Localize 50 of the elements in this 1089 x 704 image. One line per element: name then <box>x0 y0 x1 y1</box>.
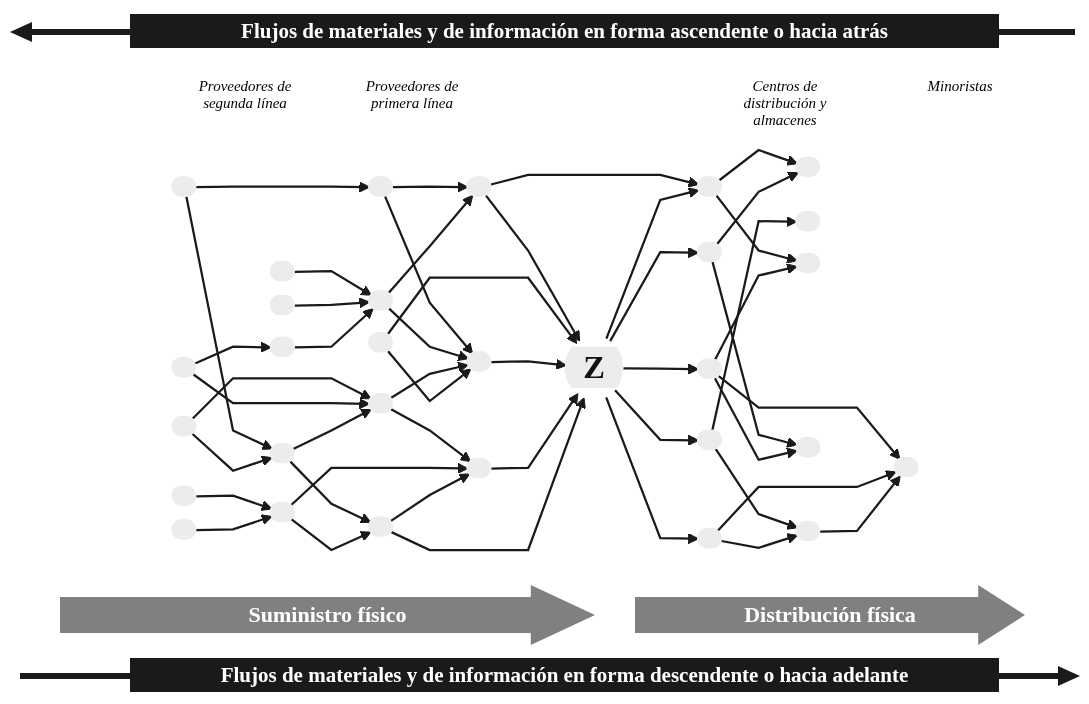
arrow <box>292 408 372 451</box>
arrow <box>609 247 699 342</box>
arrow <box>820 475 901 533</box>
column-heading: Minoristas <box>926 78 994 95</box>
arrow <box>290 518 372 552</box>
arrow <box>718 375 901 460</box>
arrow <box>294 270 372 296</box>
arrow <box>196 494 273 511</box>
arrow <box>194 341 272 365</box>
arrow <box>711 216 798 432</box>
arrow <box>196 514 273 532</box>
arrow <box>387 194 474 294</box>
arrow <box>715 194 798 264</box>
arrow <box>185 196 273 450</box>
arrow <box>491 393 579 470</box>
arrow <box>715 172 799 246</box>
banner-title: Flujos de materiales y de información en forma ascendente o hacia atrás <box>130 14 999 48</box>
arrow <box>191 377 372 420</box>
arrow <box>388 307 469 361</box>
arrow <box>711 261 798 448</box>
arrow <box>196 181 370 193</box>
arrow <box>721 533 798 549</box>
column-heading: Proveedores de segunda línea <box>197 78 293 112</box>
flow-arrow-label: Suministro físico <box>60 585 595 645</box>
arrow <box>714 448 798 530</box>
banner-title: Flujos de materiales y de información en forma descendente o hacia adelante <box>130 658 999 692</box>
arrow <box>485 194 581 342</box>
arrow <box>391 397 586 552</box>
arrow <box>386 276 578 344</box>
arrow <box>192 373 370 410</box>
arrow <box>289 460 372 524</box>
arrow <box>605 187 700 340</box>
arrow <box>387 350 472 403</box>
arrow <box>623 363 699 375</box>
column-heading: Proveedores de primera línea <box>364 78 460 112</box>
arrow <box>614 389 699 446</box>
arrow <box>718 148 798 182</box>
arrow <box>390 408 472 463</box>
arrow <box>605 396 699 545</box>
arrow <box>191 433 273 472</box>
arrow <box>713 263 798 361</box>
arrow <box>390 361 469 400</box>
arrow <box>294 308 374 349</box>
arrow <box>390 473 471 523</box>
arrow <box>713 377 798 462</box>
arrow <box>384 195 474 355</box>
arrow <box>716 470 897 532</box>
arrow <box>490 173 700 188</box>
column-heading: Centros de distribución y almacenes <box>742 78 828 129</box>
flow-arrow-label: Distribución física <box>635 585 1025 645</box>
